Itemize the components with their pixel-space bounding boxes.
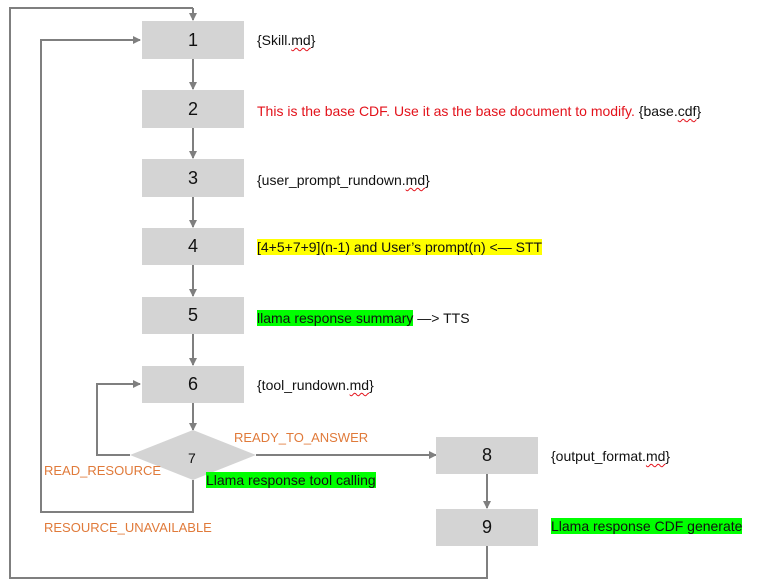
note-node-3: {user_prompt_rundown.md} bbox=[257, 171, 430, 189]
note-8-pre: {output_format. bbox=[551, 448, 646, 464]
note-2-red-text: This is the base CDF. Use it as the base… bbox=[257, 103, 635, 119]
edge-label-ready-to-answer: READY_TO_ANSWER bbox=[234, 430, 369, 445]
node-4: 4 bbox=[142, 228, 244, 265]
note-1-squig: md bbox=[291, 32, 311, 48]
node-2: 2 bbox=[142, 90, 244, 128]
note-7-highlight: Llama response tool calling bbox=[206, 472, 376, 488]
note-3-squig: md bbox=[405, 172, 426, 188]
note-node-9: Llama response CDF generate bbox=[551, 517, 743, 535]
note-node-1: {Skill.md} bbox=[257, 31, 315, 49]
edge-label-resource-unavailable: RESOURCE_UNAVAILABLE bbox=[44, 520, 212, 535]
edge-7-to-6-read-resource bbox=[96, 380, 141, 456]
note-node-5: llama response summary —> TTS bbox=[257, 309, 470, 327]
note-node-2: This is the base CDF. Use it as the base… bbox=[257, 102, 701, 120]
note-9-highlight: Llama response CDF generate bbox=[551, 518, 743, 534]
note-node-6: {tool_rundown.md} bbox=[257, 376, 374, 394]
note-2-pre: {base. bbox=[634, 103, 678, 119]
note-6-post: } bbox=[369, 377, 374, 393]
note-2-squig: cdf bbox=[677, 103, 697, 119]
node-1: 1 bbox=[142, 21, 244, 59]
note-1-pre: {Skill. bbox=[257, 32, 292, 48]
note-3-pre: {user_prompt_rundown. bbox=[257, 172, 406, 188]
note-2-post: } bbox=[696, 103, 702, 119]
note-4-highlight: [4+5+7+9](n-1) and User’s prompt(n) <— S… bbox=[257, 239, 543, 255]
note-6-squig: md bbox=[349, 377, 370, 393]
note-1-post: } bbox=[310, 32, 316, 48]
note-8-post: } bbox=[665, 448, 671, 464]
note-5-highlight: llama response summary bbox=[257, 310, 414, 326]
note-node-7: Llama response tool calling bbox=[206, 471, 376, 489]
edge-7-to-1-resource-unavailable bbox=[40, 36, 194, 513]
note-8-squig: md bbox=[645, 448, 666, 464]
node-5: 5 bbox=[142, 297, 244, 334]
note-node-4: [4+5+7+9](n-1) and User’s prompt(n) <— S… bbox=[257, 238, 543, 256]
node-6: 6 bbox=[142, 366, 244, 403]
node-3: 3 bbox=[142, 159, 244, 197]
edge-label-read-resource: READ_RESOURCE bbox=[44, 463, 162, 478]
edge-9-to-1-outer-loop bbox=[9, 7, 488, 579]
node-9: 9 bbox=[436, 509, 538, 546]
note-5-post: —> TTS bbox=[413, 310, 470, 326]
node-7-label: 7 bbox=[188, 450, 196, 466]
note-6-pre: {tool_rundown. bbox=[257, 377, 350, 393]
node-8: 8 bbox=[436, 437, 538, 474]
note-3-post: } bbox=[425, 172, 430, 188]
note-node-8: {output_format.md} bbox=[551, 447, 670, 465]
decision-7-shape bbox=[130, 430, 256, 480]
